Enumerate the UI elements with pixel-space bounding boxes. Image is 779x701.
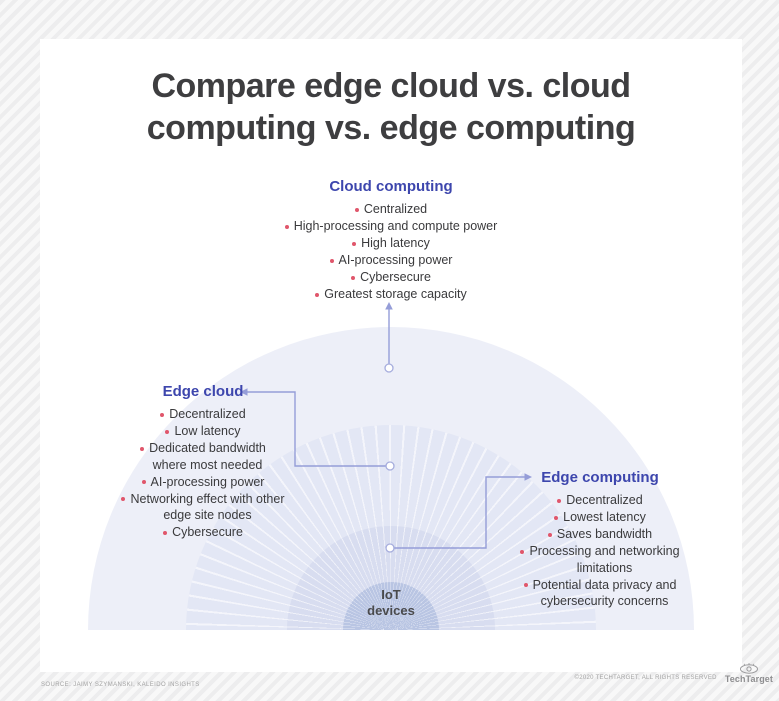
bullet-dot — [554, 515, 559, 520]
section-edge-cloud: Edge cloud Decentralized Low latency Ded… — [83, 383, 323, 541]
list-item: Greatest storage capacity — [211, 286, 571, 303]
bullet-dot — [141, 480, 146, 484]
bullet-dot — [351, 275, 356, 280]
bullet-dot — [352, 241, 357, 246]
bullet-dot — [163, 530, 168, 535]
section-edge-computing: Edge computing Decentralized Lowest late… — [480, 469, 720, 610]
copyright-text: ©2020 TECHTARGET, ALL RIGHTS RESERVED — [574, 675, 717, 681]
feature-list: Centralized High-processing and compute … — [211, 201, 571, 303]
list-item: AI-processing power — [83, 474, 323, 491]
bullet-dot — [121, 497, 126, 501]
feature-list: Decentralized Low latency Dedicated band… — [83, 406, 323, 541]
footer-right: ©2020 TECHTARGET, ALL RIGHTS RESERVED Te… — [574, 663, 773, 687]
list-item: Saves bandwidth — [480, 526, 720, 543]
list-item: Lowest latency — [480, 509, 720, 526]
section-heading: Edge cloud — [162, 383, 244, 400]
bullet-dot — [329, 258, 334, 263]
list-item: AI-processing power — [211, 252, 571, 269]
list-item: Cybersecure — [83, 524, 323, 541]
source-credit: SOURCE: JAIMY SZYMANSKI, KALEIDO INSIGHT… — [41, 682, 200, 688]
iot-devices-label: IoT devices — [367, 587, 415, 618]
list-item: High latency — [211, 235, 571, 252]
page-title: Compare edge cloud vs. cloud computing v… — [146, 67, 636, 147]
infographic-card: Compare edge cloud vs. cloud computing v… — [40, 39, 742, 672]
bullet-dot — [557, 498, 562, 503]
bullet-dot — [160, 412, 165, 417]
list-item: Decentralized — [480, 492, 720, 509]
eye-icon — [739, 663, 758, 674]
list-item: Potential data privacy and cybersecurity… — [480, 577, 720, 610]
bullet-dot — [354, 207, 359, 212]
section-cloud-computing: Cloud computing Centralized High-process… — [211, 178, 571, 303]
list-item: Cybersecure — [211, 269, 571, 286]
bullet-dot — [547, 532, 552, 537]
feature-list: Decentralized Lowest latency Saves bandw… — [480, 492, 720, 610]
bullet-dot — [520, 549, 525, 554]
section-heading: Cloud computing — [329, 178, 453, 195]
list-item: Processing and networking limitations — [480, 543, 720, 576]
list-item: Decentralized — [83, 406, 323, 423]
list-item: Dedicated bandwidth where most needed — [83, 440, 323, 473]
bullet-dot — [315, 292, 320, 297]
techtarget-logo: TechTarget — [725, 663, 773, 684]
brand-text: TechTarget — [724, 674, 773, 684]
bullet-dot — [284, 224, 289, 229]
list-item: Networking effect with other edge site n… — [83, 491, 323, 524]
arrow-up-icon — [385, 302, 393, 310]
section-heading: Edge computing — [541, 469, 659, 486]
list-item: Low latency — [83, 423, 323, 440]
bullet-dot — [165, 429, 170, 434]
bullet-dot — [523, 583, 528, 587]
list-item: Centralized — [211, 201, 571, 218]
list-item: High-processing and compute power — [211, 218, 571, 235]
bullet-dot — [140, 446, 145, 451]
